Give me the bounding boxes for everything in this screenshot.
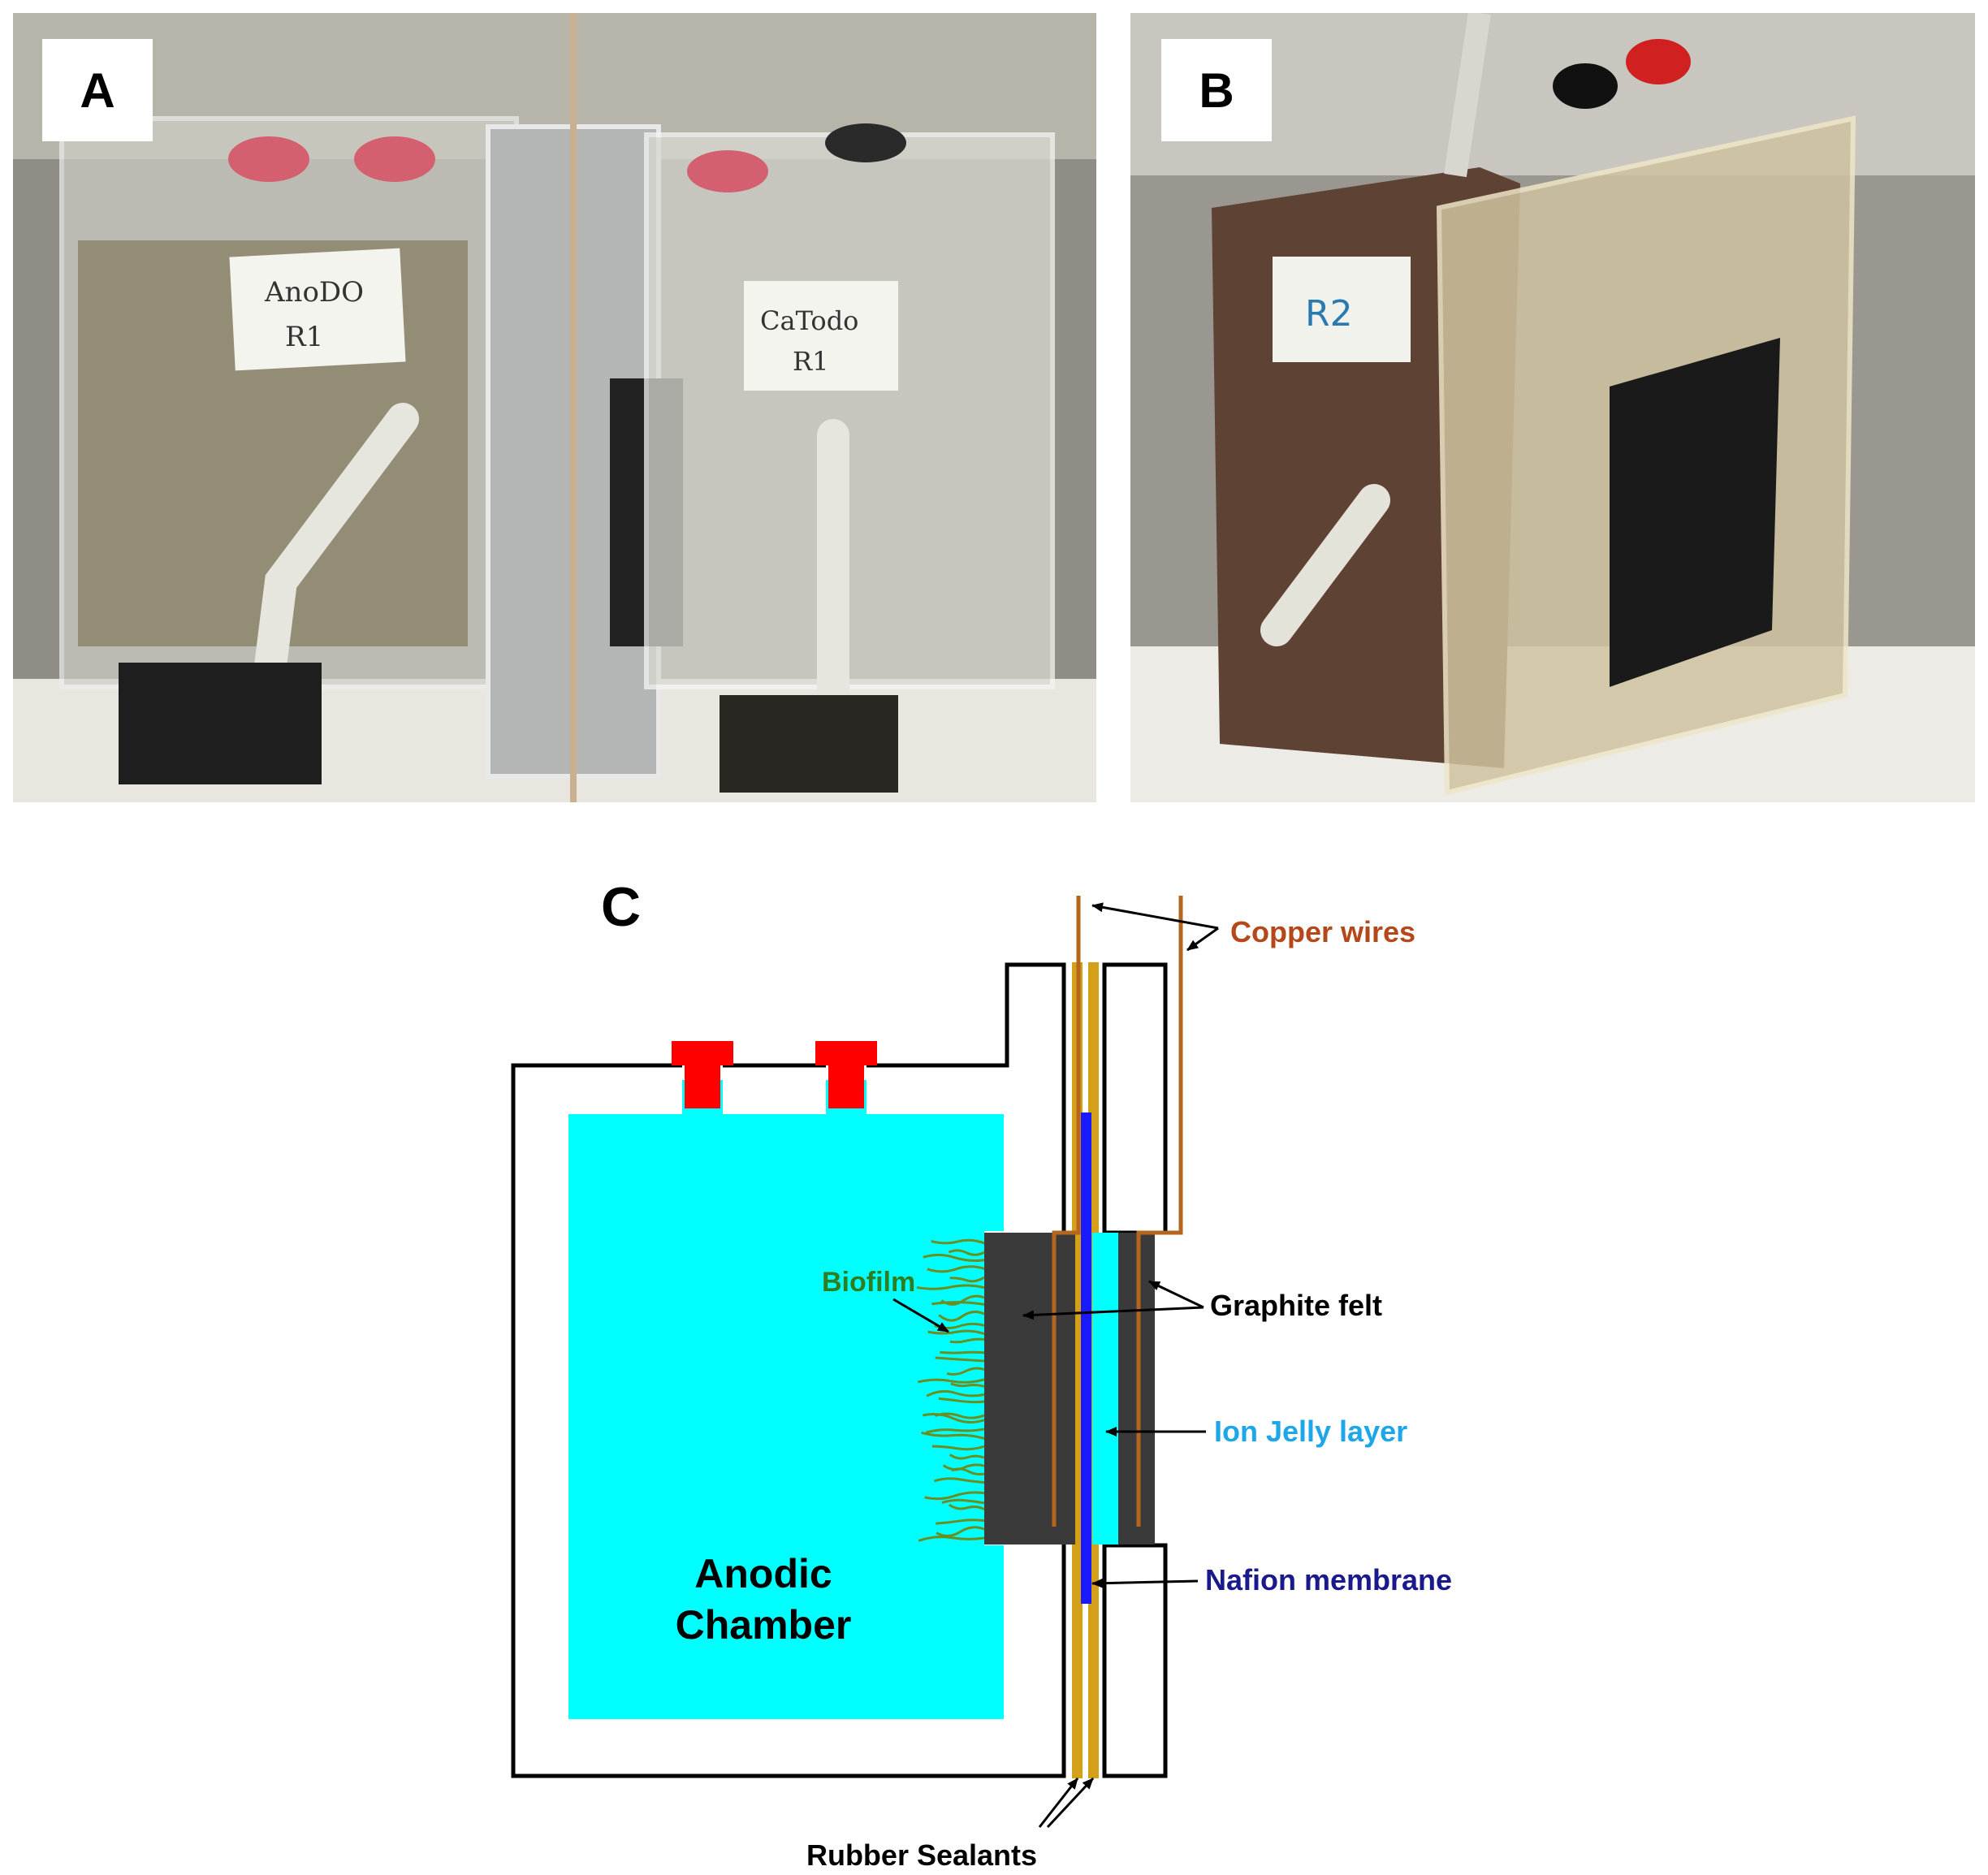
callout-arrows <box>892 902 1219 1829</box>
biofilm-fiber <box>951 1467 985 1476</box>
ion-jelly-label: Ion Jelly layer <box>1214 1415 1407 1448</box>
anodic-chamber-fluid <box>568 1080 1004 1719</box>
stopper-2 <box>354 136 435 182</box>
biofilm-fiber <box>926 1389 985 1398</box>
biofilm-fiber <box>921 1431 985 1440</box>
copper-wire-cathode <box>1136 896 1183 1527</box>
biofilm-fiber <box>923 1253 985 1262</box>
copper-wire-anode <box>1052 896 1081 1527</box>
cathode-note-line2: R1 <box>793 346 828 377</box>
biofilm-fiber <box>949 1454 985 1460</box>
biofilm-fiber <box>927 1329 985 1335</box>
arrow-sealant-2 <box>1046 1777 1095 1829</box>
biofilm-fiber <box>942 1463 985 1471</box>
arrow-copper-2 <box>1186 927 1219 952</box>
arrow-copper-1 <box>1091 902 1219 930</box>
panel-letter-c: C <box>601 876 641 938</box>
photo-b-illustration: R2 <box>1130 13 1975 802</box>
biofilm-fiber <box>936 1526 985 1537</box>
reactor-note <box>1273 257 1411 362</box>
arrow-nafion <box>1091 1578 1199 1588</box>
anode-note-line2: R1 <box>285 321 323 353</box>
biofilm-fiber <box>940 1350 985 1354</box>
anode-note <box>229 248 406 371</box>
biofilm-fiber <box>936 1519 985 1525</box>
cathode-note-line1: CaTodo <box>760 305 858 336</box>
stopper-right <box>815 1041 877 1108</box>
biofilm-fiber <box>948 1249 985 1256</box>
biofilm-fiber <box>949 1276 985 1283</box>
biofilm-fiber <box>938 1397 985 1404</box>
panel-letter-a: A <box>42 39 153 141</box>
biofilm-fiber <box>916 1284 985 1290</box>
biofilm-fiber <box>927 1265 985 1273</box>
arrow-biofilm <box>892 1298 949 1333</box>
biofilm-label: Biofilm <box>822 1267 915 1298</box>
biofilm-fiber <box>949 1337 985 1344</box>
binder-clip-left <box>119 663 322 784</box>
panel-letter-b: B <box>1161 39 1272 141</box>
reactor-note-text: R2 <box>1305 293 1353 335</box>
biofilm-fiber <box>941 1498 985 1505</box>
photo-a-illustration: AnoDO R1 CaTodo R1 <box>13 13 1096 802</box>
nafion-label: Nafion membrane <box>1205 1563 1452 1596</box>
binder-clip-right <box>720 695 898 793</box>
biofilm-fiber <box>938 1310 985 1322</box>
biofilm-fiber <box>946 1367 985 1376</box>
cathode-frame-bottom <box>1102 1543 1168 1778</box>
biofilm-fiber <box>934 1477 985 1484</box>
graphite-window <box>1610 338 1780 687</box>
cathode-frame-top <box>1102 962 1168 1235</box>
chamber-label-line1: Anodic <box>694 1551 832 1596</box>
biofilm-fiber <box>918 1536 985 1542</box>
stopper-1 <box>228 136 309 182</box>
graphite-felt-label: Graphite felt <box>1210 1289 1382 1322</box>
biofilm-fiber <box>925 1428 985 1434</box>
biofilm-fiber <box>950 1382 985 1388</box>
arrow-felt-anode <box>1022 1306 1204 1320</box>
chamber-label-line2: Chamber <box>676 1602 852 1648</box>
biofilm-fiber <box>935 1356 985 1363</box>
cathode-note <box>744 281 898 391</box>
biofilm-fiber <box>917 1378 985 1384</box>
biofilm-fiber <box>922 1413 985 1424</box>
biofilm-fiber <box>924 1491 985 1501</box>
arrow-felt-cathode <box>1148 1280 1204 1309</box>
biofilm-fiber <box>949 1503 985 1510</box>
anode-note-line1: AnoDO <box>264 276 364 309</box>
graphite-felt-anode <box>984 1233 1075 1544</box>
stopper-left <box>672 1041 733 1108</box>
biofilm-fiber <box>931 1445 985 1451</box>
arrow-sealant-1 <box>1038 1778 1079 1828</box>
rubber-sealants-label: Rubber Sealants <box>806 1838 1037 1872</box>
nafion-membrane <box>1081 1112 1091 1604</box>
schematic-diagram: C Anodic Chamber Copper wire <box>0 812 1988 1875</box>
biofilm-fiber <box>931 1301 985 1306</box>
ion-jelly-layer <box>1092 1233 1118 1544</box>
photo-panel-b: R2 B <box>1130 13 1975 802</box>
biofilm-fiber <box>931 1238 985 1245</box>
copper-wires-label: Copper wires <box>1230 915 1415 948</box>
photo-panel-a: AnoDO R1 CaTodo R1 A <box>13 13 1096 802</box>
